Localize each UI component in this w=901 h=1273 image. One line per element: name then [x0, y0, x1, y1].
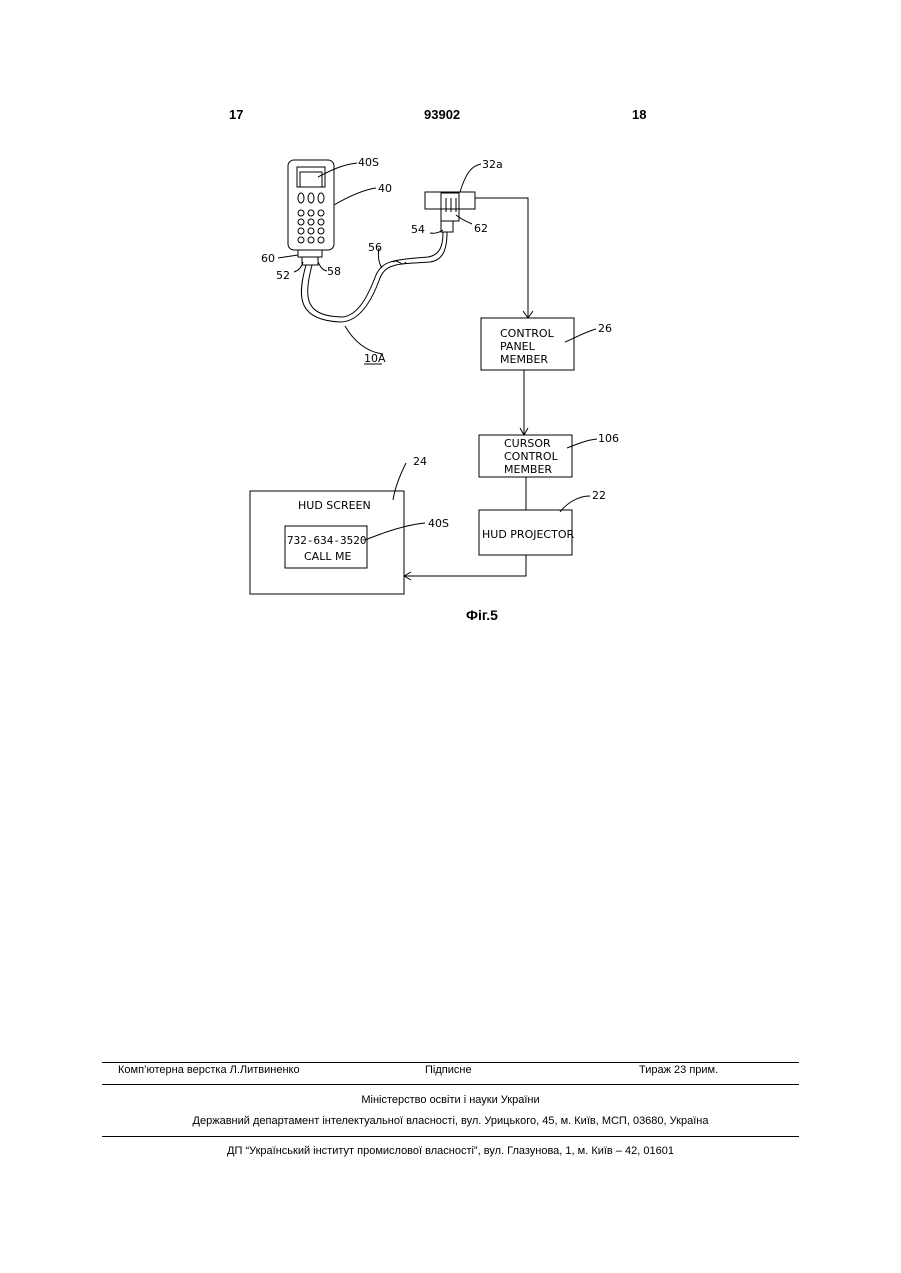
control-panel-line-1: CONTROL — [500, 327, 555, 340]
hud-projector-label: HUD PROJECTOR — [482, 528, 574, 541]
ref-106: 106 — [598, 432, 619, 445]
ref-58: 58 — [327, 265, 341, 278]
footer-signed: Підписне — [425, 1064, 472, 1076]
cursor-control-line-2: CONTROL — [504, 450, 559, 463]
ref-40s-hud: 40S — [428, 517, 449, 530]
control-panel-line-3: MEMBER — [500, 353, 548, 366]
dashboard-socket-drawing — [425, 192, 475, 232]
figure-caption: Фіг.5 — [466, 607, 498, 623]
cell-phone-drawing — [288, 160, 334, 265]
footer-rule-bottom — [102, 1136, 799, 1137]
footer-department: Державний департамент інтелектуальної вл… — [102, 1115, 799, 1127]
footer-circulation: Тираж 23 прим. — [639, 1064, 718, 1076]
footer-institute: ДП “Український інститут промислової вла… — [102, 1145, 799, 1157]
ref-40s-top: 40S — [358, 156, 379, 169]
ref-10a: 10A — [364, 352, 386, 365]
ref-56: 56 — [368, 241, 382, 254]
footer-rule-top — [102, 1062, 799, 1063]
ref-40: 40 — [378, 182, 392, 195]
cursor-control-line-3: MEMBER — [504, 463, 552, 476]
ref-62: 62 — [474, 222, 488, 235]
cursor-control-line-1: CURSOR — [504, 437, 551, 450]
ref-24: 24 — [413, 455, 427, 468]
ref-32a: 32a — [482, 158, 503, 171]
hud-screen-label: HUD SCREEN — [298, 499, 371, 512]
ref-52: 52 — [276, 269, 290, 282]
ref-22: 22 — [592, 489, 606, 502]
ref-54: 54 — [411, 223, 425, 236]
footer-layout-credit: Комп’ютерна верстка Л.Литвиненко — [118, 1064, 300, 1076]
ref-26: 26 — [598, 322, 612, 335]
ref-60: 60 — [261, 252, 275, 265]
footer-ministry: Міністерство освіти і науки України — [102, 1094, 799, 1106]
patent-figure-5: 40S 40 32a 62 54 56 60 52 58 10A 26 106 … — [0, 0, 901, 640]
hud-message-text: CALL ME — [304, 550, 351, 563]
control-panel-line-2: PANEL — [500, 340, 536, 353]
hud-message-phone: 732-634-3520 — [287, 534, 366, 547]
footer-rule-middle — [102, 1084, 799, 1085]
